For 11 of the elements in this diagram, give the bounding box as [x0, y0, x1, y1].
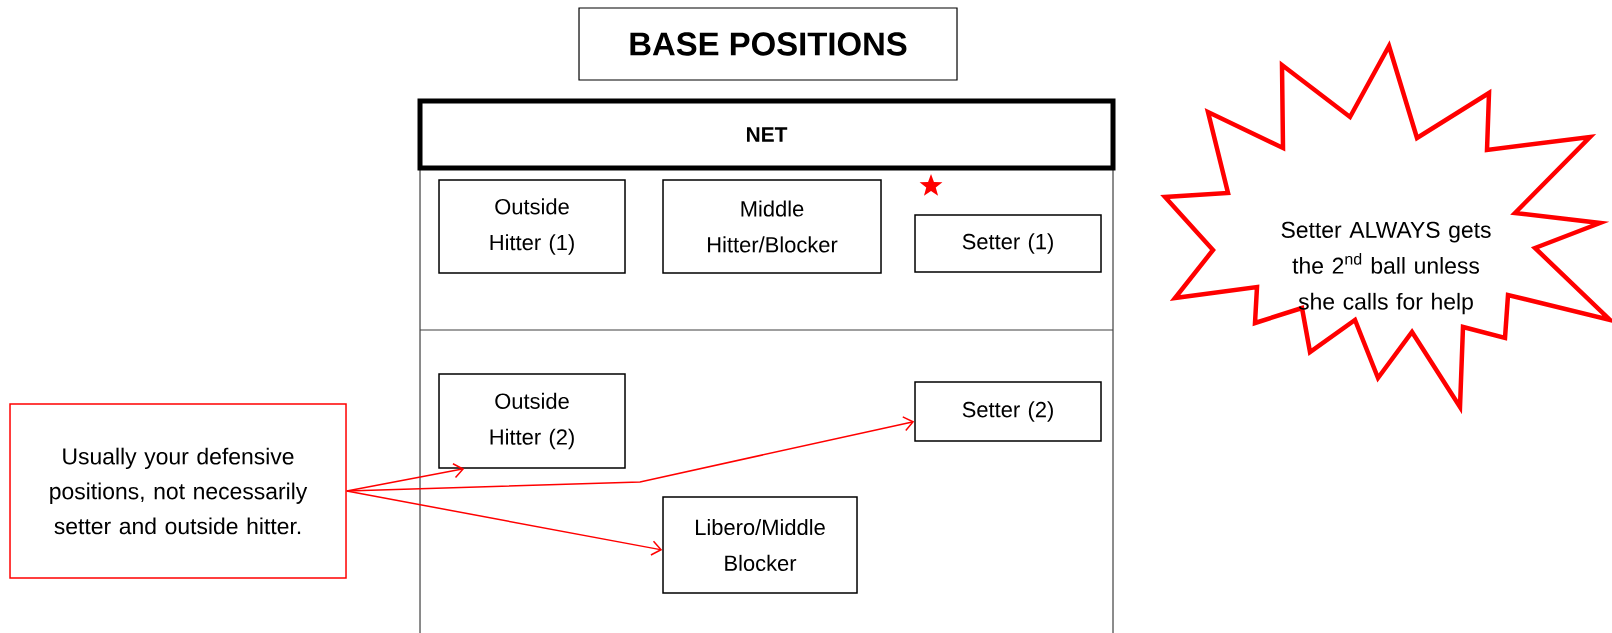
note-box: Usually your defensive positions, not necessarily setter and outside hitter. [9, 403, 347, 579]
position-box: Outside Hitter (2) [438, 373, 626, 469]
position-box: Libero/Middle Blocker [662, 496, 858, 594]
arrow [346, 490, 663, 556]
title-box: BASE POSITIONS [578, 7, 958, 81]
arrow [346, 416, 915, 492]
position-box: Setter (2) [914, 381, 1102, 442]
net-box: NET [417, 98, 1116, 171]
position-box: Setter (1) [914, 214, 1102, 273]
position-box: Outside Hitter (1) [438, 179, 626, 274]
position-box: Middle Hitter/Blocker [662, 179, 882, 274]
